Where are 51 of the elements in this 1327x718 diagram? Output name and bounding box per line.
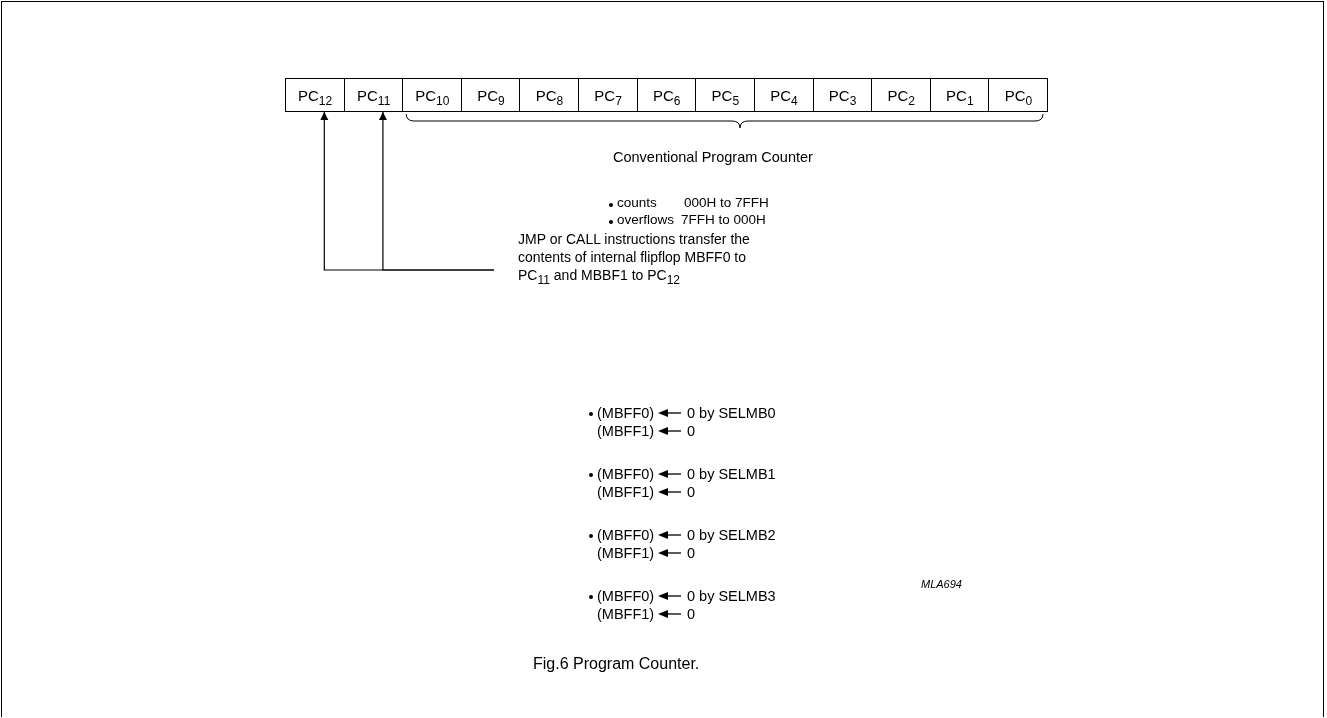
arrow xyxy=(378,111,495,271)
label-text: 0 by SELMB1 xyxy=(687,465,776,483)
label-text: Conventional Program Counter xyxy=(613,148,813,166)
register-bit-cell xyxy=(519,78,580,112)
label-text: 0 by SELMB3 xyxy=(687,587,776,605)
label-text: 0 xyxy=(687,483,696,501)
label-text: 000H to 7FFH xyxy=(684,194,769,212)
register-bit-cell xyxy=(988,78,1049,112)
bit-label: PC$_{10}$ xyxy=(415,86,450,104)
register-bit-cell xyxy=(460,78,521,112)
register-bit-cell xyxy=(871,78,932,112)
label-text: 0 xyxy=(687,544,696,562)
bit-label: PC$_{1}$ xyxy=(946,86,974,104)
register-bit-cell xyxy=(636,78,697,112)
bit-label: PC$_{12}$ xyxy=(297,86,333,104)
label-text: (MBFF1) xyxy=(597,483,655,501)
label-text: (MBFF1) xyxy=(597,605,655,623)
figure-caption: Fig.6 Program Counter. xyxy=(533,655,700,673)
figure-code: MLA694 xyxy=(921,577,962,592)
bit-label: PC$_{9}$ xyxy=(477,86,505,104)
bit-label: PC$_{6}$ xyxy=(652,86,681,104)
register-bit-cell xyxy=(812,78,873,112)
label-text: (MBFF1) xyxy=(597,422,655,440)
label-text: (MBFF0) xyxy=(597,404,655,422)
bit-label: PC$_{3}$ xyxy=(828,86,857,104)
label-text: 0 by SELMB0 xyxy=(687,404,776,422)
label-text: 0 by SELMB2 xyxy=(687,526,776,544)
bit-label: PC$_{2}$ xyxy=(887,86,915,104)
bit-label: PC$_{7}$ xyxy=(594,86,622,104)
label-text: (MBFF0) xyxy=(597,526,655,544)
bit-label: PC$_{4}$ xyxy=(770,86,798,104)
register-bit-cell xyxy=(343,78,404,112)
bit-label: PC$_{8}$ xyxy=(535,86,564,104)
label-text: (MBFF0) xyxy=(597,465,655,483)
label-text: counts xyxy=(617,194,657,212)
register-bit-cell xyxy=(578,78,639,112)
register-bit-cell xyxy=(402,78,463,112)
label-text: 0 xyxy=(687,605,696,623)
bit-label: PC$_{11}$ xyxy=(357,86,391,104)
label-text: overflows xyxy=(617,211,675,229)
label-text: (MBFF0) xyxy=(597,587,655,605)
register-bit-cell xyxy=(753,78,815,112)
bit-label: PC$_{0}$ xyxy=(1004,86,1033,104)
label-text: (MBFF1) xyxy=(597,544,655,562)
register-bit-cell xyxy=(285,78,346,112)
register-bit-cell xyxy=(929,78,990,112)
label-text: 0 xyxy=(687,422,696,440)
note-text: JMP or CALL instructions transfer the contents of internal flipflop MBFF0 to PC$_{11}$ and MBBF1 to PC$_{12}$ xyxy=(494,230,780,284)
label-text: 7FFH to 000H xyxy=(681,211,766,229)
bit-label: PC$_{5}$ xyxy=(711,86,740,104)
register-bit-cell xyxy=(695,78,756,112)
